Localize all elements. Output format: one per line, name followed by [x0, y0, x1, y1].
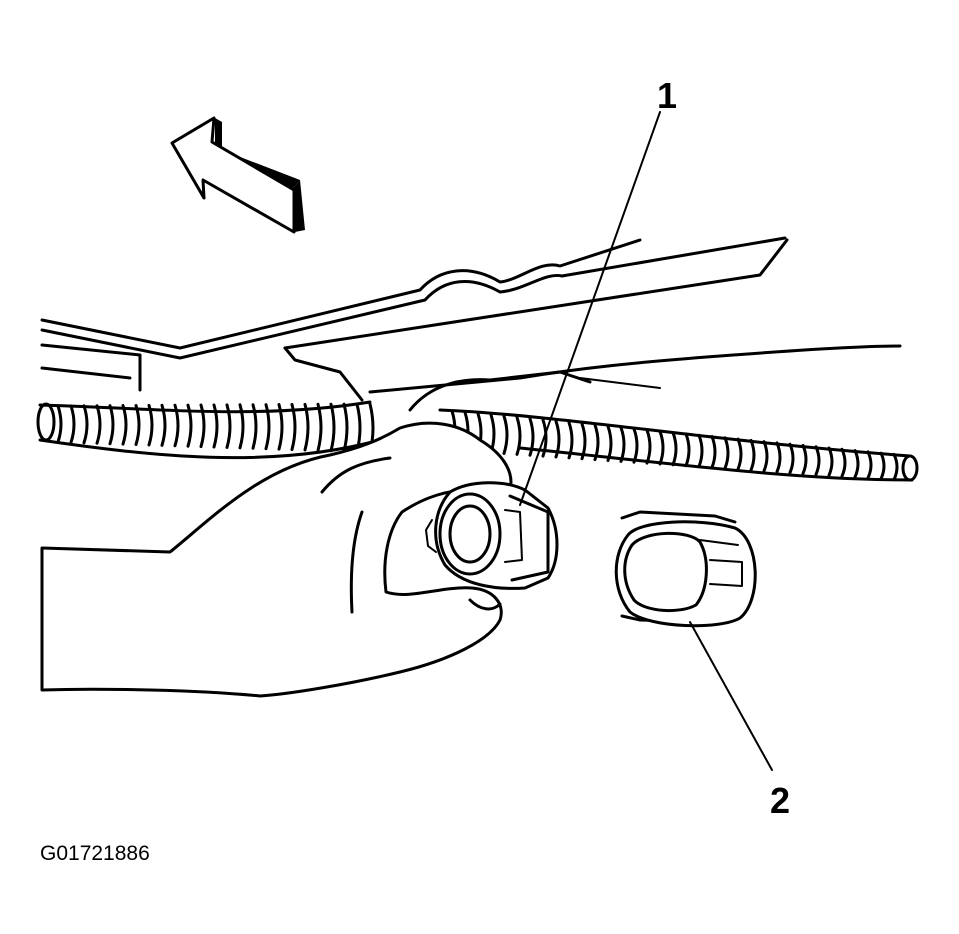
conduit-rib [788, 442, 795, 475]
conduit-rib [251, 403, 258, 450]
conduit-rib [580, 422, 587, 461]
callout-1-label: 1 [657, 75, 677, 116]
conduit-rib [199, 403, 206, 449]
conduit-rib [342, 402, 349, 453]
connector-held [425, 481, 559, 590]
conduit-rib [684, 432, 691, 468]
conduit-rib [853, 449, 860, 479]
conduit-rib [121, 404, 128, 446]
conduit-rib [762, 440, 769, 473]
conduit-rib [238, 403, 245, 450]
callout-2-label: 2 [770, 780, 790, 821]
figure-id: G01721886 [40, 842, 150, 865]
conduit-rib [801, 443, 808, 476]
conduit-rib [814, 445, 821, 476]
conduit-rib [82, 404, 89, 445]
conduit-rib [69, 404, 76, 444]
conduit-rib [290, 403, 297, 451]
conduit-rib [160, 403, 167, 447]
conduit-rib [134, 404, 141, 446]
hand-icon [40, 421, 513, 698]
connector-cpa-removed [614, 510, 757, 628]
conduit-rib [355, 402, 362, 454]
conduit-rib [632, 427, 639, 464]
conduit-rib [554, 419, 561, 459]
conduit-rib [303, 402, 310, 452]
conduit-rib [593, 423, 600, 462]
conduit-rib [95, 404, 102, 445]
conduit-rib [264, 403, 271, 451]
conduit-rib [840, 447, 847, 478]
conduit-rib [567, 420, 574, 460]
conduit-rib [316, 402, 323, 452]
conduit-rib [723, 436, 730, 470]
conduit-rib [277, 403, 284, 451]
conduit-rib [671, 431, 678, 467]
wiring-harness-conduit-icon [36, 400, 919, 482]
conduit-rib [775, 441, 782, 474]
conduit-rib [502, 414, 509, 455]
conduit-rib [749, 438, 756, 472]
conduit-rib [528, 417, 535, 457]
conduit-rib [697, 433, 704, 469]
leader-lines [519, 111, 773, 771]
conduit-rib [108, 404, 115, 446]
conduit-rib [645, 428, 652, 465]
conduit-rib [606, 424, 613, 462]
conduit-rib [147, 403, 154, 447]
conduit-rib [710, 435, 717, 469]
direction-arrow-icon [170, 116, 305, 234]
conduit-rib [866, 450, 873, 480]
conduit-rib [173, 403, 180, 448]
conduit-rib [892, 452, 899, 482]
conduit-rib [619, 426, 626, 463]
conduit-rib [658, 429, 665, 466]
conduit-rib [225, 403, 232, 449]
body-panel [40, 236, 902, 412]
conduit-rib [212, 403, 219, 449]
conduit-rib [515, 415, 522, 456]
conduit-rib [827, 446, 834, 477]
conduit-rib [186, 403, 193, 448]
conduit-rib [879, 451, 886, 481]
conduit-rib [541, 418, 548, 458]
conduit-rib [329, 402, 336, 453]
conduit-rib [736, 437, 743, 471]
conduit-rib [56, 404, 63, 444]
